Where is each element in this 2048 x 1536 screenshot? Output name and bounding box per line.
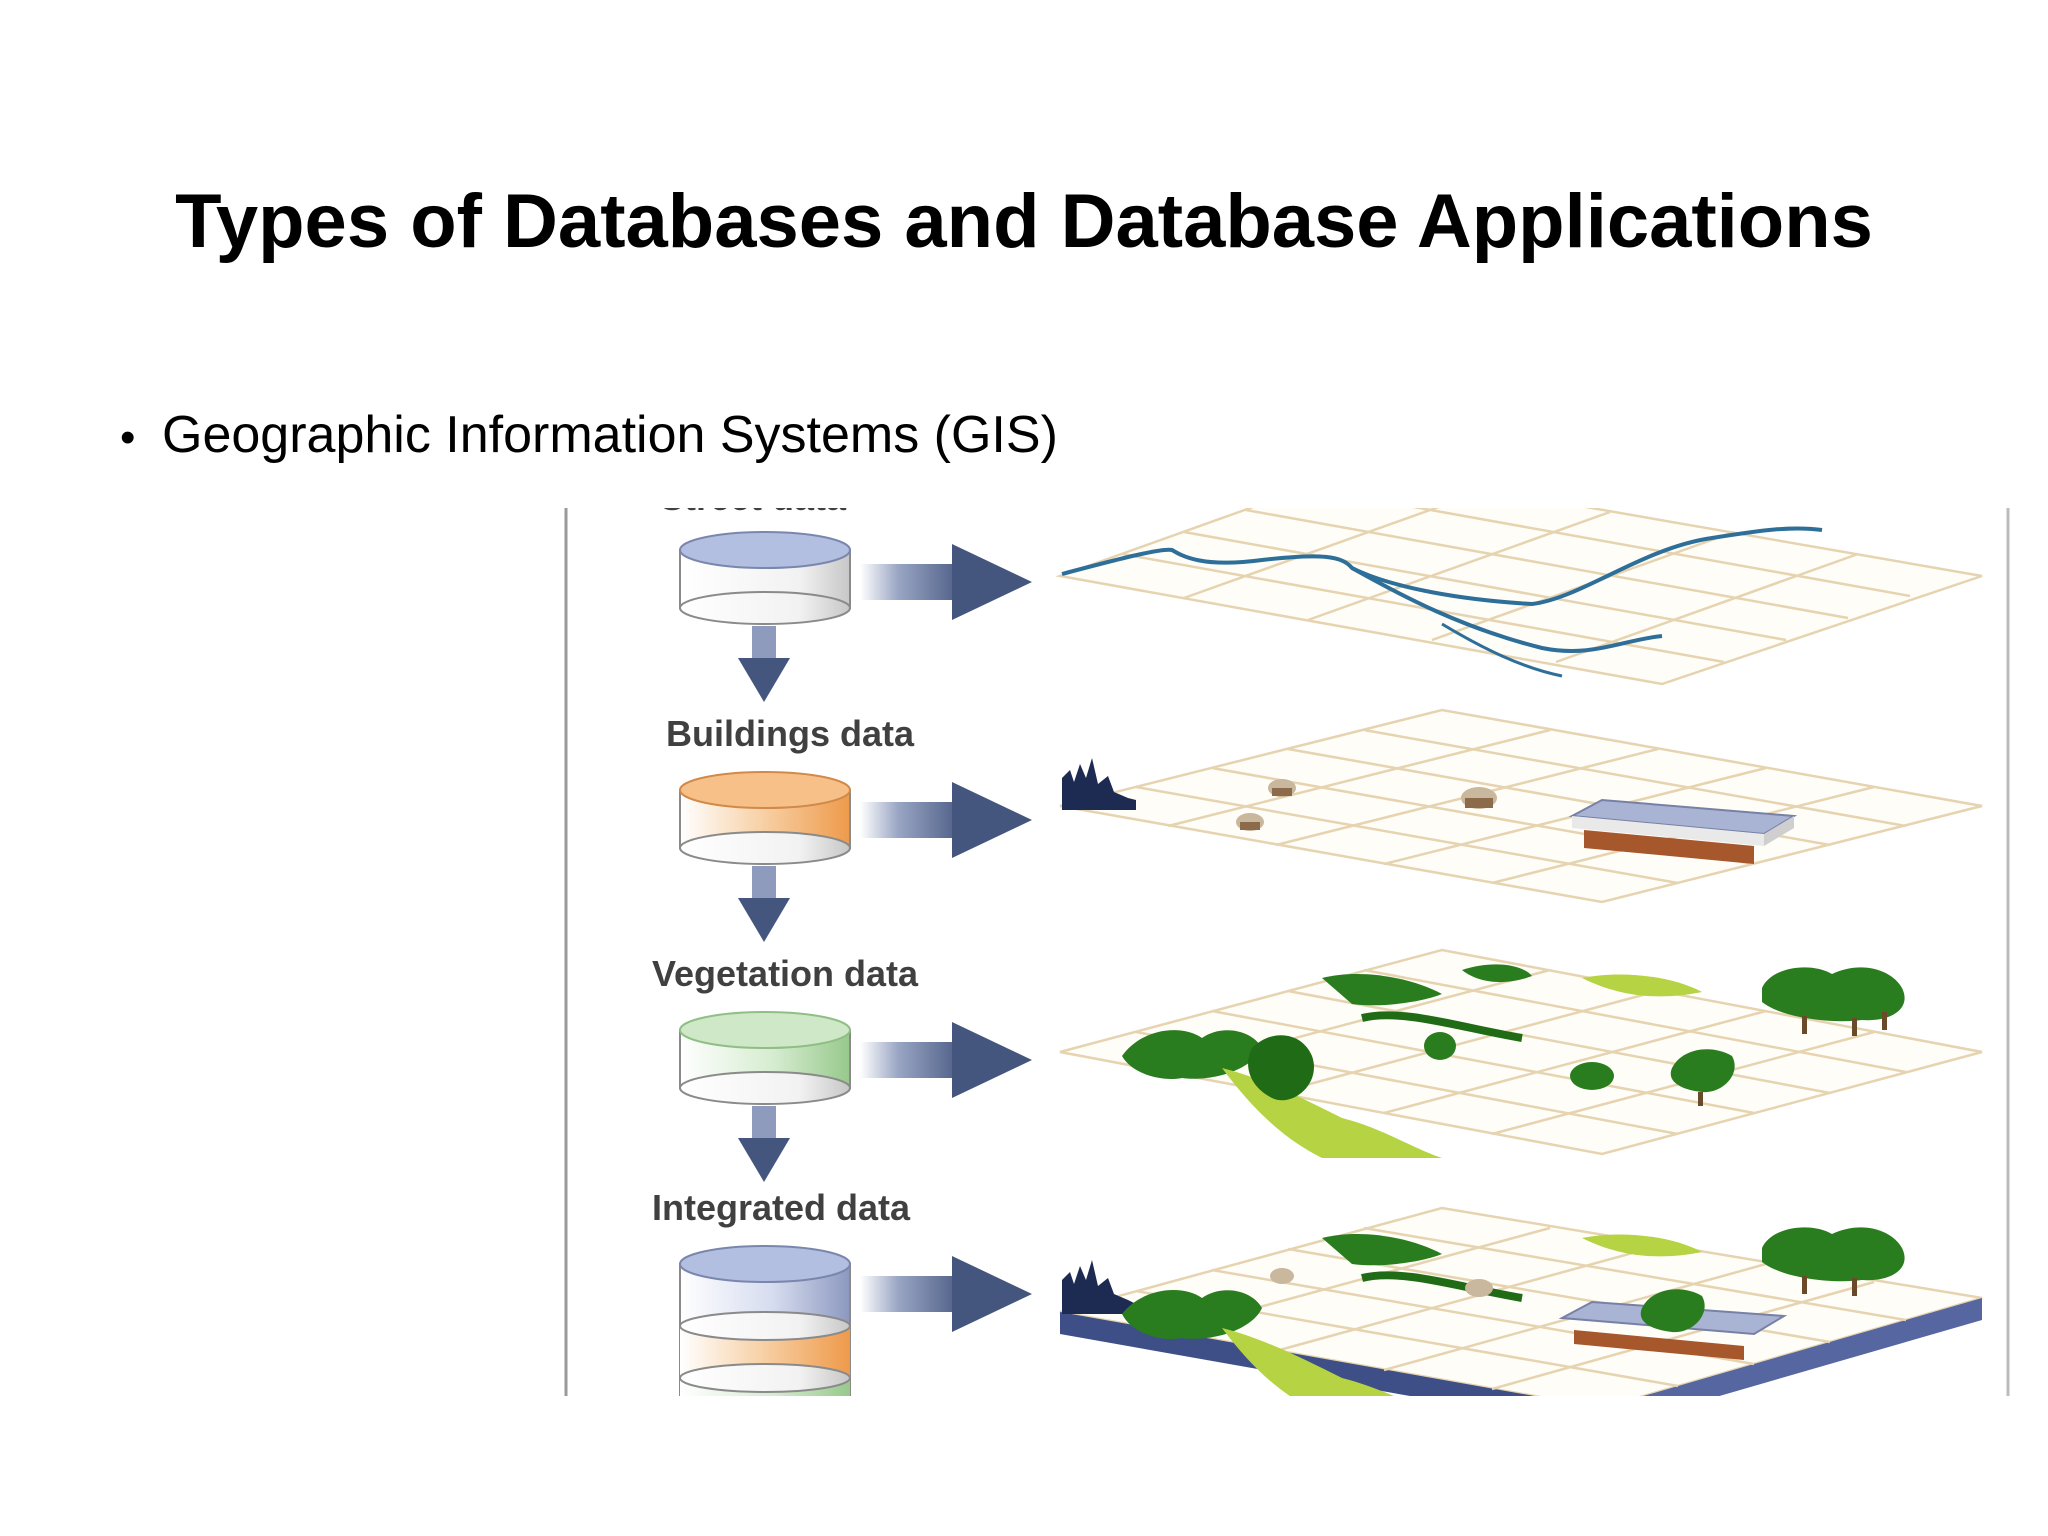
buildings-grid-plane bbox=[1059, 708, 1983, 904]
arrow-right-icon-buildings bbox=[860, 782, 1032, 858]
database-icon-vegetation bbox=[679, 1011, 851, 1105]
hut-icon-3 bbox=[1461, 787, 1497, 809]
arrow-down-icon-2 bbox=[738, 866, 790, 942]
building-icon bbox=[1568, 798, 1798, 864]
arrow-down-icon-1 bbox=[738, 626, 790, 702]
database-icon-buildings bbox=[679, 771, 851, 865]
label-vegetation-data: Vegetation data bbox=[652, 953, 919, 994]
arrow-right-icon-street bbox=[860, 544, 1032, 620]
arrow-right-icon-vegetation bbox=[860, 1022, 1032, 1098]
hut-icon-2 bbox=[1236, 813, 1264, 831]
bullet-text: Geographic Information Systems (GIS) bbox=[162, 406, 1058, 464]
database-icon-street bbox=[679, 531, 851, 625]
label-integrated-data: Integrated data bbox=[652, 1187, 911, 1228]
street-lines bbox=[1061, 526, 1823, 607]
integrated-grid-plane bbox=[1059, 1206, 1983, 1396]
slide-title: Types of Databases and Database Applicat… bbox=[175, 179, 1873, 264]
database-icon-integrated bbox=[679, 1245, 851, 1396]
bullet-dot-icon: • bbox=[120, 413, 136, 462]
hut-icon-1 bbox=[1268, 779, 1296, 797]
vegetation-shapes bbox=[1122, 964, 1905, 1158]
gis-layers-figure: Street data bbox=[564, 508, 2010, 1396]
arrow-right-icon-integrated bbox=[860, 1256, 1032, 1332]
label-buildings-data: Buildings data bbox=[666, 713, 915, 754]
label-street-data: Street data bbox=[660, 508, 847, 518]
city-skyline-icon bbox=[1062, 758, 1136, 810]
street-grid-plane bbox=[1055, 508, 1983, 686]
bullet-item: • Geographic Information Systems (GIS) bbox=[120, 405, 1058, 465]
arrow-down-icon-3 bbox=[738, 1106, 790, 1182]
vegetation-grid-plane bbox=[1059, 948, 1983, 1156]
